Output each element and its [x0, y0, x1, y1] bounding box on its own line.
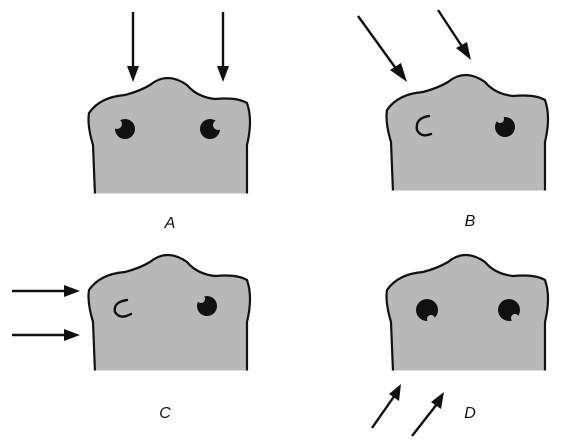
panel-d — [387, 255, 552, 372]
panel-b-label: B — [465, 213, 476, 230]
panel-d-body — [387, 255, 549, 372]
panel-b-arrow-2 — [438, 10, 471, 60]
panel-c-label: C — [159, 405, 171, 422]
panel-b-body — [387, 75, 549, 192]
panel-a-label: A — [164, 215, 176, 232]
panel-a-arrow-1 — [127, 12, 139, 82]
panel-d-label: D — [464, 405, 476, 422]
panel-d-arrow-2 — [412, 392, 444, 436]
panel-b — [387, 75, 552, 192]
panel-c-arrow-2 — [12, 329, 80, 341]
panel-a — [89, 78, 254, 195]
panel-a-arrow-2 — [217, 12, 229, 82]
panel-c — [89, 255, 254, 372]
panel-b-arrow-1 — [358, 16, 407, 82]
panel-c-body — [89, 255, 251, 372]
panel-c-arrow-1 — [12, 285, 80, 297]
panel-a-body — [89, 78, 251, 195]
panel-d-arrow-1 — [372, 384, 401, 428]
